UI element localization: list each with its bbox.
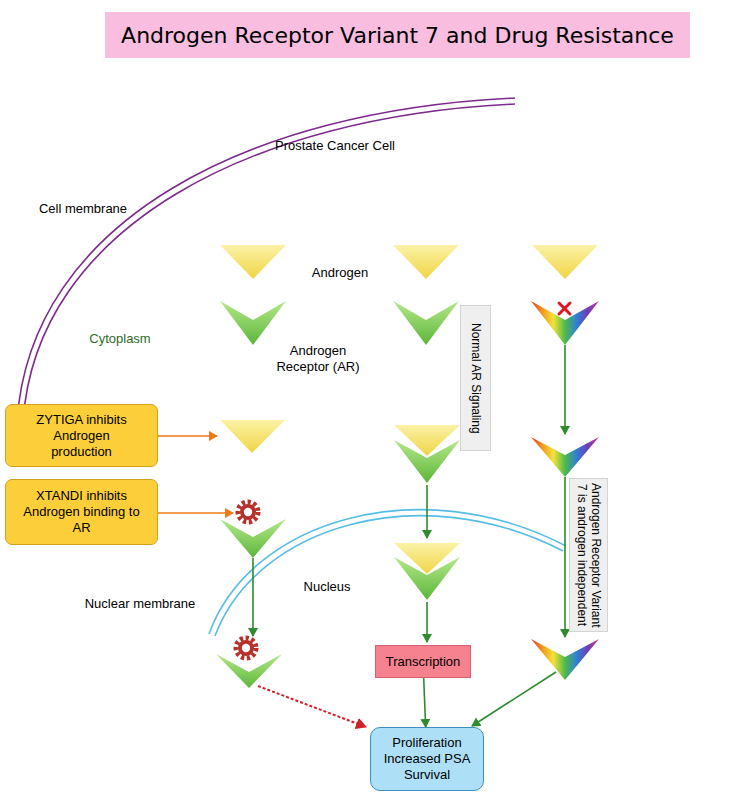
gear-body bbox=[238, 640, 254, 656]
membrane-line bbox=[215, 516, 563, 636]
inhibit-arrow bbox=[158, 512, 233, 514]
node-text: Androgen Receptor Variant 7 is androgen … bbox=[575, 482, 603, 628]
flow-arrow bbox=[424, 678, 426, 727]
flow-arrow bbox=[472, 672, 556, 726]
text-label: Prostate Cancer Cell bbox=[250, 138, 420, 154]
flow-arrow bbox=[426, 602, 428, 642]
androgen-triangle bbox=[394, 425, 460, 456]
node-text: Normal AR Signaling bbox=[469, 323, 483, 434]
drug-gear bbox=[238, 502, 258, 522]
drug-box: ZYTIGA inhibits Androgen production bbox=[5, 404, 158, 467]
node-text-group: Normal AR Signaling bbox=[469, 323, 483, 434]
nuclear-membrane bbox=[209, 510, 566, 636]
node-text-group: Transcription bbox=[386, 654, 461, 669]
membrane-line bbox=[17, 98, 515, 422]
node-text-group: ZYTIGA inhibits Androgen production bbox=[22, 412, 141, 460]
flow-arrow bbox=[252, 558, 254, 636]
androgen-triangle bbox=[220, 420, 285, 453]
flow-arrow bbox=[564, 477, 566, 637]
androgen-triangle bbox=[220, 245, 286, 279]
gear-hole bbox=[244, 508, 252, 516]
androgen-triangle bbox=[532, 245, 598, 279]
process-banner: Transcription bbox=[375, 645, 471, 678]
node-text: ZYTIGA inhibits Androgen production bbox=[22, 412, 141, 460]
gear-teeth bbox=[236, 638, 256, 658]
gear-body bbox=[240, 504, 256, 520]
androgen-triangle bbox=[393, 245, 459, 279]
node-text: Proliferation Increased PSA Survival bbox=[377, 735, 477, 783]
flow-arrow bbox=[426, 485, 428, 538]
blocked-mark bbox=[559, 303, 570, 314]
text-label: Cytoplasm bbox=[70, 331, 170, 347]
node-text-group: XTANDI inhibits Androgen binding to AR bbox=[22, 488, 141, 536]
cross-line bbox=[559, 303, 570, 314]
cell-membrane bbox=[17, 98, 515, 422]
receptor-chevron bbox=[220, 301, 286, 345]
node-text-group: Proliferation Increased PSA Survival bbox=[377, 735, 477, 783]
title-banner: Androgen Receptor Variant 7 and Drug Res… bbox=[105, 12, 690, 58]
node-text: XTANDI inhibits Androgen binding to AR bbox=[22, 488, 141, 536]
pathway-tag: Androgen Receptor Variant 7 is androgen … bbox=[569, 478, 608, 632]
inhibit-arrow bbox=[158, 435, 217, 437]
variant-chevron bbox=[531, 437, 599, 477]
variant-chevron bbox=[531, 639, 599, 680]
text-label: Androgen bbox=[290, 265, 390, 281]
receptor-chevron bbox=[393, 301, 459, 345]
outcome-box: Proliferation Increased PSA Survival bbox=[370, 727, 484, 791]
node-text: Transcription bbox=[386, 654, 461, 669]
flow-arrow bbox=[564, 345, 566, 434]
text-label: Cell membrane bbox=[28, 201, 138, 217]
membrane-line bbox=[23, 104, 515, 422]
pathway-tag: Normal AR Signaling bbox=[460, 305, 491, 451]
blocked-arrow bbox=[258, 686, 366, 727]
node-text-group: Androgen Receptor Variant 7 is androgen … bbox=[575, 482, 603, 628]
gear-hole bbox=[242, 644, 250, 652]
drug-box: XTANDI inhibits Androgen binding to AR bbox=[5, 479, 158, 545]
drug-gear bbox=[236, 638, 256, 658]
androgen-row bbox=[220, 245, 598, 279]
text-label: Nucleus bbox=[282, 579, 372, 595]
androgen-triangle bbox=[394, 543, 460, 574]
receptor-chevron bbox=[220, 519, 286, 558]
membrane-line bbox=[209, 510, 566, 634]
text-label: Androgen Receptor (AR) bbox=[263, 343, 373, 375]
text-label: Nuclear membrane bbox=[75, 596, 205, 612]
variant-chevron bbox=[531, 301, 599, 345]
cross-line bbox=[559, 303, 570, 314]
gear-teeth bbox=[238, 502, 258, 522]
